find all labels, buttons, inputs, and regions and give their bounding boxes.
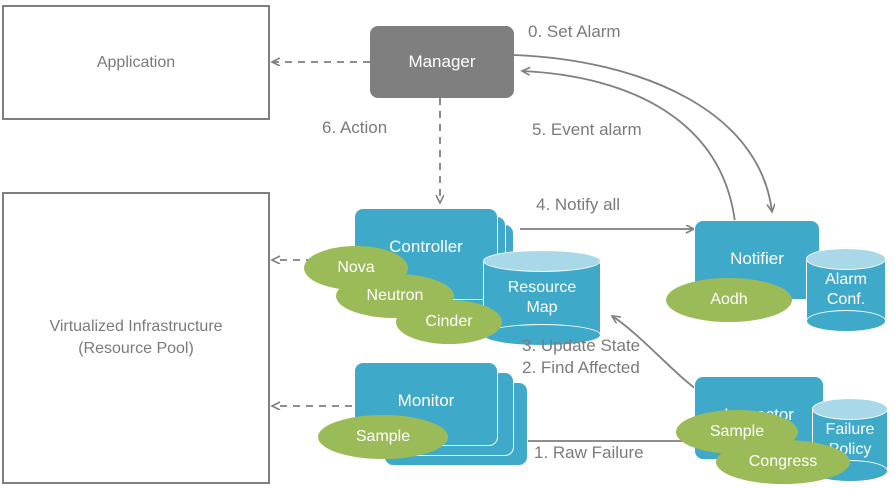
component-aodh[interactable]: Aodh [666, 278, 792, 322]
flow-label-set-alarm: 0. Set Alarm [528, 22, 621, 41]
alarm-conf-bottom [806, 310, 886, 332]
congress-label: Congress [748, 453, 818, 470]
manager-label: Manager [408, 52, 476, 71]
resource-map-label: Resource Map [483, 250, 601, 346]
arrow-manager-to-notifier [513, 54, 772, 212]
infrastructure-label-line2: (Resource Pool) [78, 340, 194, 357]
arrow-inspector-to-resourcemap [612, 316, 701, 393]
nova-label: Nova [337, 259, 375, 276]
monitor-label: Monitor [397, 391, 455, 410]
controller-label: Controller [389, 237, 463, 256]
flow-label-action: 6. Action [322, 118, 388, 137]
resource-map-label-line2: Map [526, 299, 558, 316]
component-congress[interactable]: Congress [716, 440, 850, 484]
manager-box[interactable]: Manager [370, 26, 514, 98]
failure-policy-label-line1: Failure [825, 421, 875, 438]
alarm-conf-label-line2: Conf. [826, 291, 866, 308]
infrastructure-label-line1: Virtualized Infrastructure [49, 318, 223, 335]
alarm-conf-label: Alarm Conf. [806, 248, 886, 332]
resource-map-datastore[interactable]: Resource Map [483, 250, 601, 346]
cinder-label: Cinder [425, 313, 473, 330]
component-sample-monitor[interactable]: Sample [318, 415, 448, 459]
failure-policy-top [812, 398, 888, 420]
arrow-notifier-to-manager [522, 71, 736, 223]
alarm-conf-top [806, 248, 886, 270]
application-label: Application [96, 53, 176, 71]
application-box[interactable]: Application [2, 5, 270, 120]
flow-label-notify-all: 4. Notify all [536, 195, 621, 214]
sample-monitor-label: Sample [355, 428, 411, 445]
neutron-label: Neutron [366, 287, 424, 304]
resource-map-top [483, 250, 601, 272]
infrastructure-label: Virtualized Infrastructure (Resource Poo… [49, 316, 222, 360]
notifier-label: Notifier [730, 249, 784, 268]
flow-label-raw-failure: 1. Raw Failure [534, 443, 644, 462]
resource-map-body [483, 261, 601, 335]
aodh-label: Aodh [710, 291, 748, 308]
alarm-conf-label-line1: Alarm [825, 271, 867, 288]
resource-map-label-line1: Resource [507, 279, 577, 296]
infrastructure-box[interactable]: Virtualized Infrastructure (Resource Poo… [2, 192, 270, 484]
flow-label-event-alarm: 5. Event alarm [532, 120, 642, 139]
sample-inspector-label: Sample [709, 423, 765, 440]
flow-label-update-state: 3. Update State [522, 336, 641, 355]
flow-label-find-affected: 2. Find Affected [522, 358, 640, 377]
component-cinder[interactable]: Cinder [396, 300, 502, 344]
alarm-conf-datastore[interactable]: Alarm Conf. [806, 248, 886, 332]
